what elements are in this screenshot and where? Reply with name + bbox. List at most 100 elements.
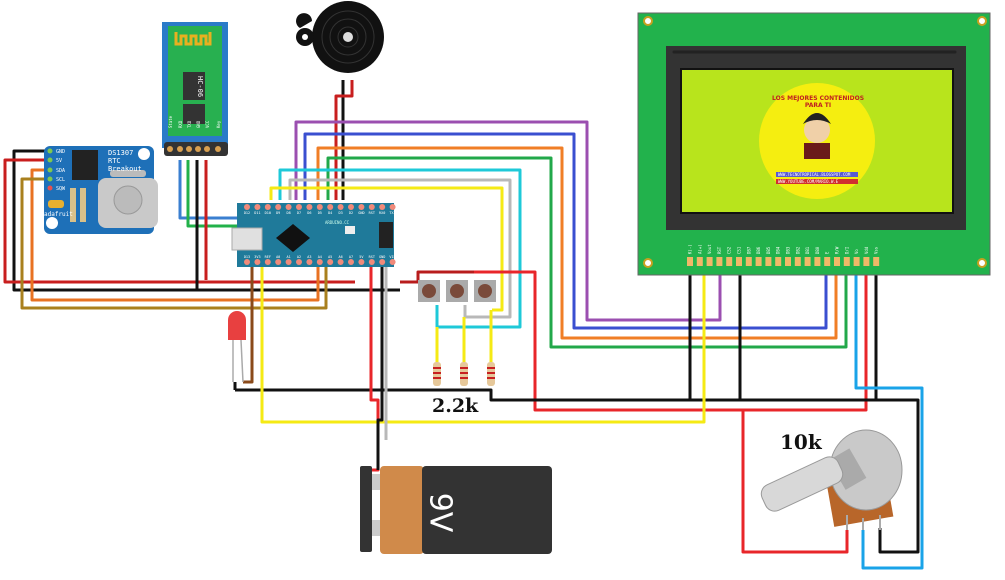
lcd-pin [794, 257, 801, 266]
wire-gnd-bus [235, 388, 920, 554]
wire-bat-black [376, 262, 384, 470]
buzzer [296, 1, 384, 73]
bt-pin-labels: State RXD TXD GND VCC Key [168, 115, 221, 128]
arduino-top-pin-label: D11 [254, 211, 260, 215]
lcd-pin-label: DB2 [795, 246, 800, 254]
arduino-bottom-pin-label: A7 [349, 255, 353, 259]
resistor-value-label: 2.2k [432, 395, 479, 417]
lcd-pin-label: DB7 [746, 246, 751, 254]
rtc-pin-sqw: SQW [56, 186, 66, 192]
lcd-pin [824, 257, 831, 266]
resistor-2 [460, 362, 468, 386]
arduino-bottom-pin-label: GND [379, 255, 385, 259]
arduino-bottom-pin [368, 259, 375, 265]
lcd-pin [814, 257, 821, 266]
lcd-pin-label: K(-) [688, 244, 693, 254]
arduino-top-pin [368, 204, 375, 210]
lcd-pin [853, 257, 860, 266]
rtc-brand: adafruit [44, 211, 73, 218]
wires [3, 80, 924, 570]
lcd-pin-label: A(+) [697, 244, 702, 254]
lcd-pin [804, 257, 811, 266]
wire-btn-yellow [269, 186, 504, 312]
arduino-top-pin [327, 204, 334, 210]
arduino-bottom-pin [327, 259, 334, 265]
arduino-bottom-pin-label: 3V3 [254, 255, 260, 259]
lcd-pin [736, 257, 742, 266]
lcd-pin [834, 257, 840, 266]
wire-pot-blue [854, 262, 924, 570]
arduino-bottom-pin [285, 259, 292, 265]
potentiometer[interactable] [758, 429, 903, 530]
lcd-pin-label: E [825, 251, 830, 254]
arduino-top-pin-label: D7 [297, 211, 301, 215]
bt-pin-rxd: RXD [178, 120, 183, 128]
arduino-top-pin [348, 204, 354, 210]
lcd-pin [765, 257, 772, 266]
wire-pot-red [741, 408, 866, 554]
lcd-logo [759, 83, 875, 199]
lcd-pin [687, 257, 693, 266]
rtc-pin-gnd: GND [56, 149, 65, 155]
resistor-3 [487, 362, 495, 386]
arduino-top-pin-label: TX1 [389, 211, 395, 215]
arduino-bottom-pin-label: A2 [297, 255, 301, 259]
lcd-pin [706, 257, 713, 266]
arduino-top-pin [275, 204, 282, 210]
wire-rtc-scl [20, 177, 328, 310]
lcd-pin-label: DB4 [776, 246, 781, 254]
arduino-top-pin [285, 204, 292, 210]
battery-9v [360, 466, 552, 554]
wire-lcd-rw [316, 146, 838, 340]
wire-rtc-sda [30, 168, 320, 302]
lcd-pin [726, 257, 733, 266]
arduino-top-pin-label: RX0 [379, 211, 385, 215]
arduino-top-pin-label: D3 [338, 211, 342, 215]
push-button-3[interactable] [474, 280, 496, 302]
lcd-pin [775, 257, 782, 266]
bt-pin-state: State [168, 115, 173, 128]
rtc-line2: RTC [108, 157, 121, 165]
lcd-pin-label: D/I [844, 246, 849, 254]
bt-header [164, 142, 228, 156]
wire-led-anode [243, 262, 254, 384]
arduino-bottom-pin-label: D13 [244, 255, 250, 259]
arduino-top-pin-label: GND [358, 211, 364, 215]
arduino-top-pin-label: D9 [276, 211, 280, 215]
arduino-bottom-pin [244, 259, 250, 265]
push-button-2[interactable] [446, 280, 468, 302]
arduino-top-pin [337, 204, 344, 210]
lcd-pin-label: Vo [854, 249, 859, 254]
lcd-pin-label: DB0 [815, 246, 820, 254]
bluetooth-module: HC-06 State RXD TXD GND VCC Key [162, 22, 228, 156]
red-led [228, 311, 246, 383]
lcd-pin-label: Vout [707, 244, 712, 254]
lcd-pin-label: Vss [874, 246, 879, 254]
rtc-pin-5v: 5V [56, 158, 62, 164]
resistor-1 [433, 362, 441, 386]
lcd-screen-link-1: WWW.TECNOTROPICAL.BLOGSPOT.COM [778, 172, 851, 177]
bt-pin-txd: TXD [187, 120, 192, 128]
bt-pin-vcc: VCC [205, 120, 210, 128]
arduino-bottom-pin [337, 259, 344, 265]
arduino-top-pin [389, 204, 396, 210]
arduino-bottom-pin [389, 259, 396, 265]
wire-btn-red-rail-2 [474, 262, 868, 412]
arduino-top-pin [254, 204, 261, 210]
arduino-top-pin-label: D12 [244, 211, 250, 215]
arduino-bottom-pin [358, 259, 365, 265]
push-button-1[interactable] [418, 280, 440, 302]
arduino-label: ARDUINO.CC [325, 220, 350, 225]
lcd-pin-label: CS2 [727, 246, 732, 254]
arduino-bottom-pin [275, 259, 282, 265]
arduino-top-pin-label: D6 [307, 211, 311, 215]
lcd-pin-label: CS1 [737, 246, 742, 254]
wire-rtc-5v [3, 158, 355, 284]
wire-lcd-a [260, 262, 706, 424]
bt-name: HC-06 [196, 76, 204, 97]
lcd-pin-label: DB3 [786, 246, 791, 254]
push-buttons [418, 280, 496, 302]
